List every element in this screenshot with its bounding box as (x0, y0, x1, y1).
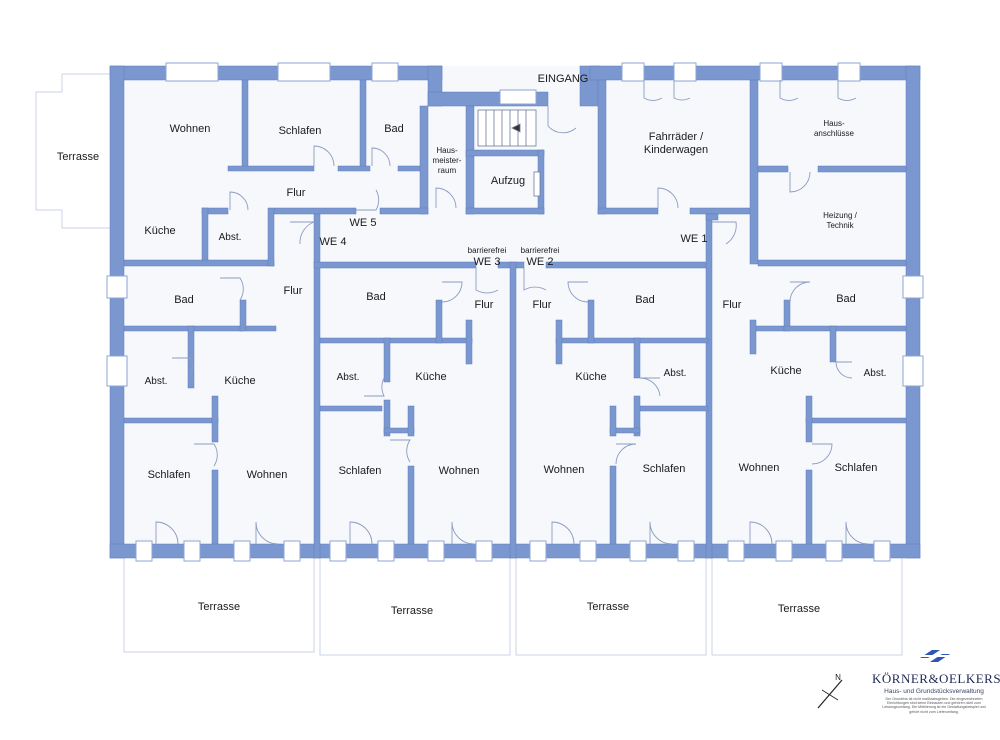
logo-subtitle: Haus- und Grundstücksverwaltung (884, 688, 984, 695)
label-we5: WE 5 (350, 217, 377, 229)
label-flur-we3: Flur (475, 299, 494, 311)
label-kueche-we1: Küche (770, 365, 801, 377)
label-kueche-we4: Küche (224, 375, 255, 387)
label-we3: WE 3 (474, 256, 501, 268)
label-terrasse-1: Terrasse (198, 601, 240, 613)
logo-brand: KÖRNER&OELKERS (872, 671, 1000, 686)
label-flur-we4: Flur (284, 285, 303, 297)
label-barrierefrei-we2: barrierefrei (521, 246, 560, 255)
label-schlafen-we2: Schlafen (643, 463, 686, 475)
label-we4: WE 4 (320, 236, 347, 248)
windows (106, 62, 924, 562)
label-abst-we1: Abst. (864, 368, 887, 379)
staircase (477, 109, 541, 197)
label-heizung-1: Heizung / (823, 211, 858, 220)
label-wohnen-we4: Wohnen (247, 469, 288, 481)
label-kueche-we2: Küche (575, 371, 606, 383)
label-kueche-we5: Küche (144, 225, 175, 237)
label-fahrraeder-2: Kinderwagen (644, 144, 708, 156)
label-flur-we2: Flur (533, 299, 552, 311)
north-label: N (835, 673, 841, 682)
terraces (35, 73, 903, 656)
label-fahrraeder-1: Fahrräder / (649, 131, 704, 143)
label-schlafen-we5: Schlafen (279, 125, 322, 137)
label-terrasse-2: Terrasse (391, 605, 433, 617)
label-schlafen-we4: Schlafen (148, 469, 191, 481)
doors (155, 80, 869, 545)
label-hausmeister-3: raum (438, 166, 457, 175)
label-aufzug: Aufzug (491, 175, 525, 187)
label-eingang: EINGANG (538, 73, 589, 85)
label-hausmeister-2: meister- (433, 156, 462, 165)
label-we2: WE 2 (527, 256, 554, 268)
label-bad-we4: Bad (174, 294, 194, 306)
label-schlafen-we1: Schlafen (835, 462, 878, 474)
label-we1: WE 1 (681, 233, 708, 245)
logo-note: Der Grundriss ist nicht maßstabsgetreu. … (882, 697, 986, 714)
label-wohnen-we2: Wohnen (544, 464, 585, 476)
label-kueche-we3: Küche (415, 371, 446, 383)
company-logo: KÖRNER&OELKERS Haus- und Grundstücksverw… (872, 648, 1000, 736)
label-wohnen-we5: Wohnen (170, 123, 211, 135)
north-arrow-icon: N (817, 673, 843, 709)
label-wohnen-we1: Wohnen (739, 462, 780, 474)
label-bad-we3: Bad (366, 291, 386, 303)
label-abst-we5: Abst. (219, 232, 242, 243)
label-schlafen-we3: Schlafen (339, 465, 382, 477)
label-flur-we5: Flur (287, 187, 306, 199)
label-abst-we2: Abst. (664, 368, 687, 379)
label-hausanschluesse-2: anschlüsse (814, 129, 855, 138)
label-abst-we4: Abst. (145, 376, 168, 387)
label-terrasse-4: Terrasse (778, 603, 820, 615)
label-bad-we1: Bad (836, 293, 856, 305)
label-bad-we2: Bad (635, 294, 655, 306)
label-hausmeister-1: Haus- (436, 146, 458, 155)
label-terrasse-3: Terrasse (587, 601, 629, 613)
label-heizung-2: Technik (826, 221, 854, 230)
label-bad-we5: Bad (384, 123, 404, 135)
label-flur-we1: Flur (723, 299, 742, 311)
label-abst-we3: Abst. (337, 372, 360, 383)
label-terrasse-left: Terrasse (57, 151, 99, 163)
logo-mark-icon (916, 650, 952, 662)
label-hausanschluesse-1: Haus- (823, 119, 845, 128)
label-wohnen-we3: Wohnen (439, 465, 480, 477)
label-barrierefrei-we3: barrierefrei (468, 246, 507, 255)
room-labels: Terrasse Wohnen Schlafen Bad Haus- meist… (57, 73, 886, 617)
